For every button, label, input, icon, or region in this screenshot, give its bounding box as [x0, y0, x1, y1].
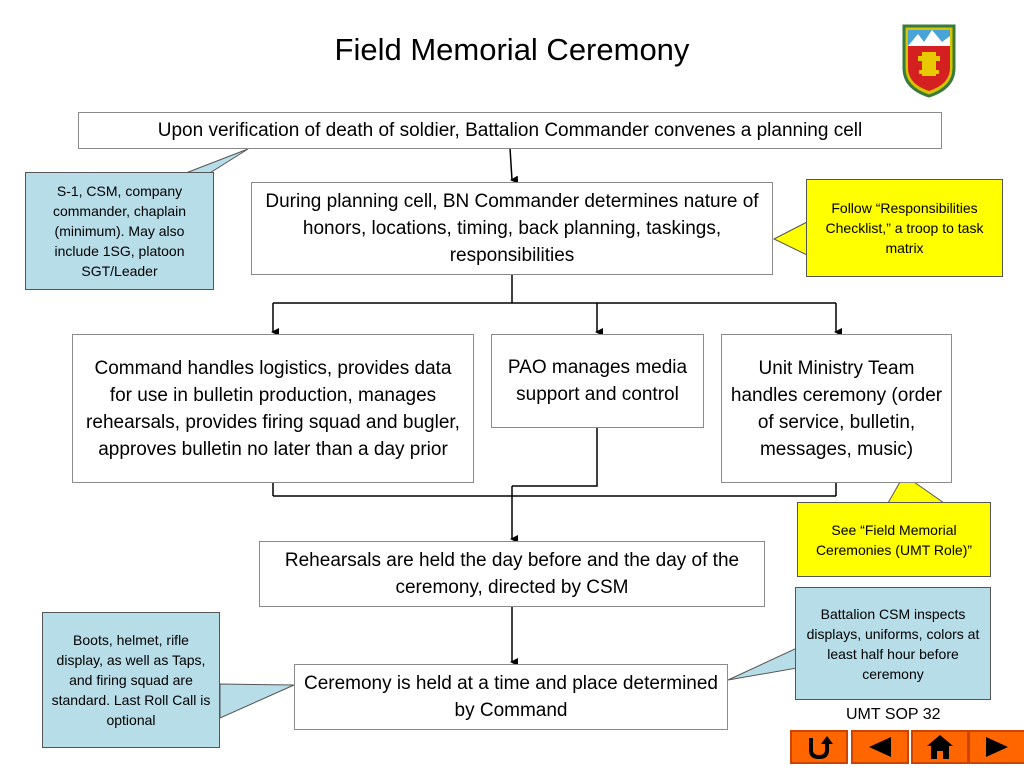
arrow-convene-to-planning: [509, 147, 519, 184]
box-convene-planning-cell: Upon verification of death of soldier, B…: [78, 112, 942, 149]
home-icon: [927, 735, 953, 759]
callout-pointer-standards: [219, 683, 295, 719]
forward-button[interactable]: [968, 730, 1024, 764]
callout-responsibilities-checklist: Follow “Responsibilities Checklist,” a t…: [806, 179, 1003, 277]
home-button[interactable]: [911, 730, 969, 764]
box-rehearsals: Rehearsals are held the day before and t…: [259, 541, 765, 607]
box-command-logistics: Command handles logistics, provides data…: [72, 334, 474, 483]
back-button[interactable]: [851, 730, 909, 764]
callout-planning-cell-members: S-1, CSM, company commander, chaplain (m…: [25, 172, 214, 290]
back-icon: [869, 737, 891, 757]
callout-standard-elements: Boots, helmet, rifle display, as well as…: [42, 612, 220, 748]
return-button[interactable]: [790, 730, 848, 764]
unit-emblem-icon: [902, 24, 956, 98]
box-ceremony: Ceremony is held at a time and place det…: [294, 664, 728, 730]
callout-csm-inspects: Battalion CSM inspects displays, uniform…: [795, 587, 991, 700]
sop-page-label: UMT SOP 32: [846, 706, 941, 723]
box-planning-cell-decisions: During planning cell, BN Commander deter…: [251, 182, 773, 275]
box-unit-ministry-team: Unit Ministry Team handles ceremony (ord…: [721, 334, 952, 483]
forward-icon: [986, 737, 1008, 757]
return-icon: [809, 736, 833, 760]
callout-pointer-csm: [727, 647, 798, 681]
callout-pointer-checklist: [772, 221, 808, 256]
callout-umt-role: See “Field Memorial Ceremonies (UMT Role…: [797, 502, 991, 577]
box-pao-media: PAO manages media support and control: [491, 334, 704, 428]
page-title: Field Memorial Ceremony: [334, 32, 690, 67]
